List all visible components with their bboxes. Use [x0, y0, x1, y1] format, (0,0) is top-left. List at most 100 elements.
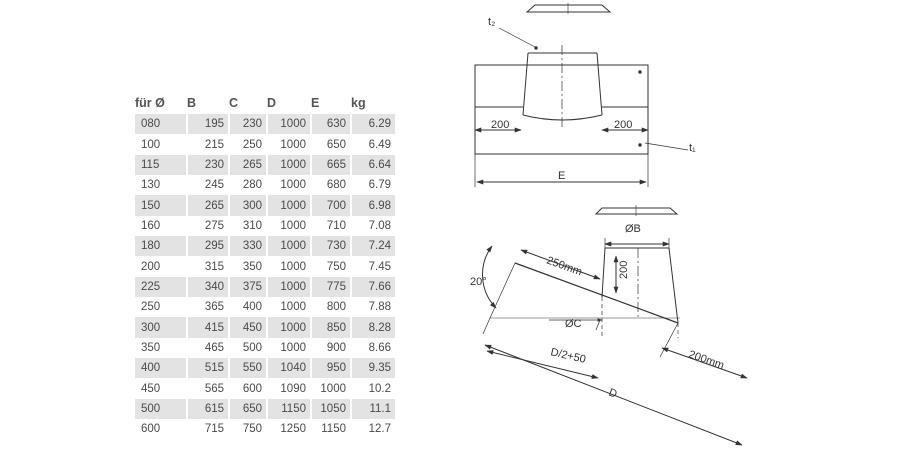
table-cell: 200 — [141, 260, 161, 273]
table-cell: 7.88 — [350, 297, 395, 318]
table-cell: 8.66 — [350, 337, 395, 359]
label-dim-d: D — [607, 387, 619, 401]
table-cell: 465 — [186, 337, 229, 359]
table-cell: 750 — [310, 256, 351, 277]
header-kg: kg — [351, 96, 366, 110]
header-b: B — [187, 96, 197, 110]
table-cell: 6.29 — [350, 114, 395, 135]
table-cell: 1000 — [266, 256, 311, 277]
table-cell: 450 — [141, 382, 161, 395]
table-cell: 950 — [310, 358, 351, 379]
table-cell: 1150 — [266, 398, 311, 420]
table-cell: 310 — [228, 215, 267, 237]
table-cell: 715 — [186, 419, 229, 440]
table-cell: 250 — [228, 134, 267, 155]
label-dim-200mm: 200mm — [687, 348, 726, 371]
label-dim-d2-50: D/2+50 — [549, 346, 587, 366]
label-dim-left-200: 200 — [491, 119, 509, 131]
side-view-drawing — [482, 205, 748, 446]
table-cell: 9.35 — [350, 358, 395, 379]
table-cell: 7.45 — [350, 256, 395, 277]
table-cell: 680 — [310, 175, 351, 196]
table-cell: 650 — [228, 398, 267, 420]
table-cell: 900 — [310, 337, 351, 359]
table-cell: 775 — [310, 276, 351, 298]
table-cell: 150 — [135, 195, 187, 216]
label-phi-c: ØC — [565, 318, 582, 330]
table-cell: 1000 — [310, 378, 351, 399]
table-cell: 550 — [228, 358, 267, 379]
table-header-row: für Ø B C D E kg — [135, 92, 395, 114]
table-cell: 340 — [186, 276, 229, 298]
header-c: C — [229, 96, 239, 110]
table-cell: 750 — [228, 419, 267, 440]
table-cell: 615 — [186, 398, 229, 420]
table-cell: 10.2 — [350, 378, 395, 399]
table-cell: 400 — [228, 297, 267, 318]
table-cell: 115 — [135, 154, 187, 176]
top-cap — [525, 4, 612, 13]
table-cell: 630 — [310, 114, 351, 135]
table-cell: 1250 — [266, 419, 311, 440]
table-cell: 1000 — [266, 134, 311, 155]
table-cell: 1000 — [266, 114, 311, 135]
table-cell: 350 — [141, 341, 161, 354]
table-cell: 710 — [310, 215, 351, 237]
table-cell: 130 — [141, 179, 161, 192]
table-cell: 1150 — [310, 419, 351, 440]
table-cell: 300 — [135, 317, 187, 338]
table-cell: 6.64 — [350, 154, 395, 176]
table-cell: 315 — [186, 256, 229, 277]
table-cell: 1000 — [266, 175, 311, 196]
table-cell: 100 — [141, 138, 161, 151]
header-d: D — [267, 96, 277, 110]
header-e: E — [311, 96, 320, 110]
table-cell: 1040 — [266, 358, 311, 379]
table-cell: 415 — [186, 317, 229, 338]
table-cell: 565 — [186, 378, 229, 399]
table-cell: 515 — [186, 358, 229, 379]
label-t2: t₂ — [488, 16, 495, 28]
table-cell: 1000 — [266, 317, 311, 338]
table-cell: 350 — [228, 256, 267, 277]
table-cell: 1000 — [266, 276, 311, 298]
table-cell: 215 — [186, 134, 229, 155]
table-cell: 080 — [135, 114, 187, 135]
table-cell: 600 — [141, 423, 161, 436]
table-cell: 250 — [141, 301, 161, 314]
table-cell: 365 — [186, 297, 229, 318]
table-cell: 300 — [228, 195, 267, 216]
label-dim-250mm: 250mm — [545, 255, 584, 279]
table-cell: 6.49 — [350, 134, 395, 155]
table-cell: 245 — [186, 175, 229, 196]
table-cell: 330 — [228, 236, 267, 257]
table-cell: 230 — [186, 154, 229, 176]
table-cell: 8.28 — [350, 317, 395, 338]
label-dim-e: E — [558, 170, 565, 182]
table-cell: 850 — [310, 317, 351, 338]
table-cell: 500 — [228, 337, 267, 359]
table-cell: 6.79 — [350, 175, 395, 196]
table-cell: 275 — [186, 215, 229, 237]
top-view-drawing — [474, 3, 689, 187]
label-angle-20: 20° — [470, 276, 487, 288]
table-cell: 450 — [228, 317, 267, 338]
table-cell: 265 — [228, 154, 267, 176]
header-diameter: für Ø — [135, 96, 165, 110]
